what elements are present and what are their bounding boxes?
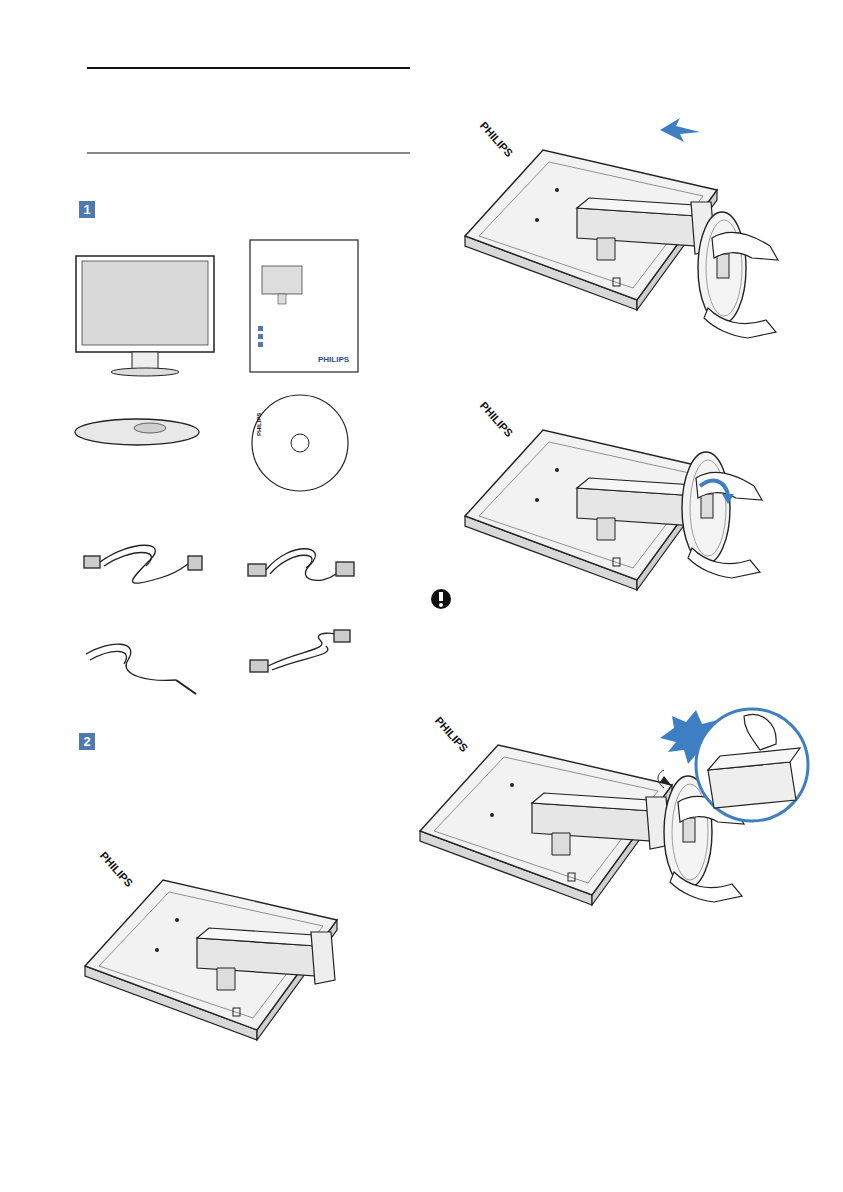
- brand-text: PHILIPS: [256, 413, 262, 436]
- step-number-box: 1: [79, 201, 95, 218]
- cd-rom: [252, 395, 348, 491]
- base: [75, 419, 199, 445]
- dvi-cable: [250, 630, 350, 672]
- important-icon: [431, 589, 451, 609]
- monitor-front: [76, 256, 214, 376]
- brand-text: PHILIPS: [98, 850, 135, 889]
- brand-text: PHILIPS: [433, 715, 470, 754]
- audio-cable: [86, 644, 196, 694]
- brand-text: PHILIPS: [478, 400, 515, 439]
- step-number: 2: [83, 734, 90, 749]
- brand-text: PHILIPS: [318, 356, 349, 364]
- vga-cable: [248, 549, 354, 581]
- manual-booklet: [250, 240, 358, 372]
- power-cord: [84, 545, 202, 583]
- step-number: 1: [83, 202, 90, 217]
- brand-text: PHILIPS: [478, 120, 515, 159]
- step-number-box: 2: [79, 733, 95, 750]
